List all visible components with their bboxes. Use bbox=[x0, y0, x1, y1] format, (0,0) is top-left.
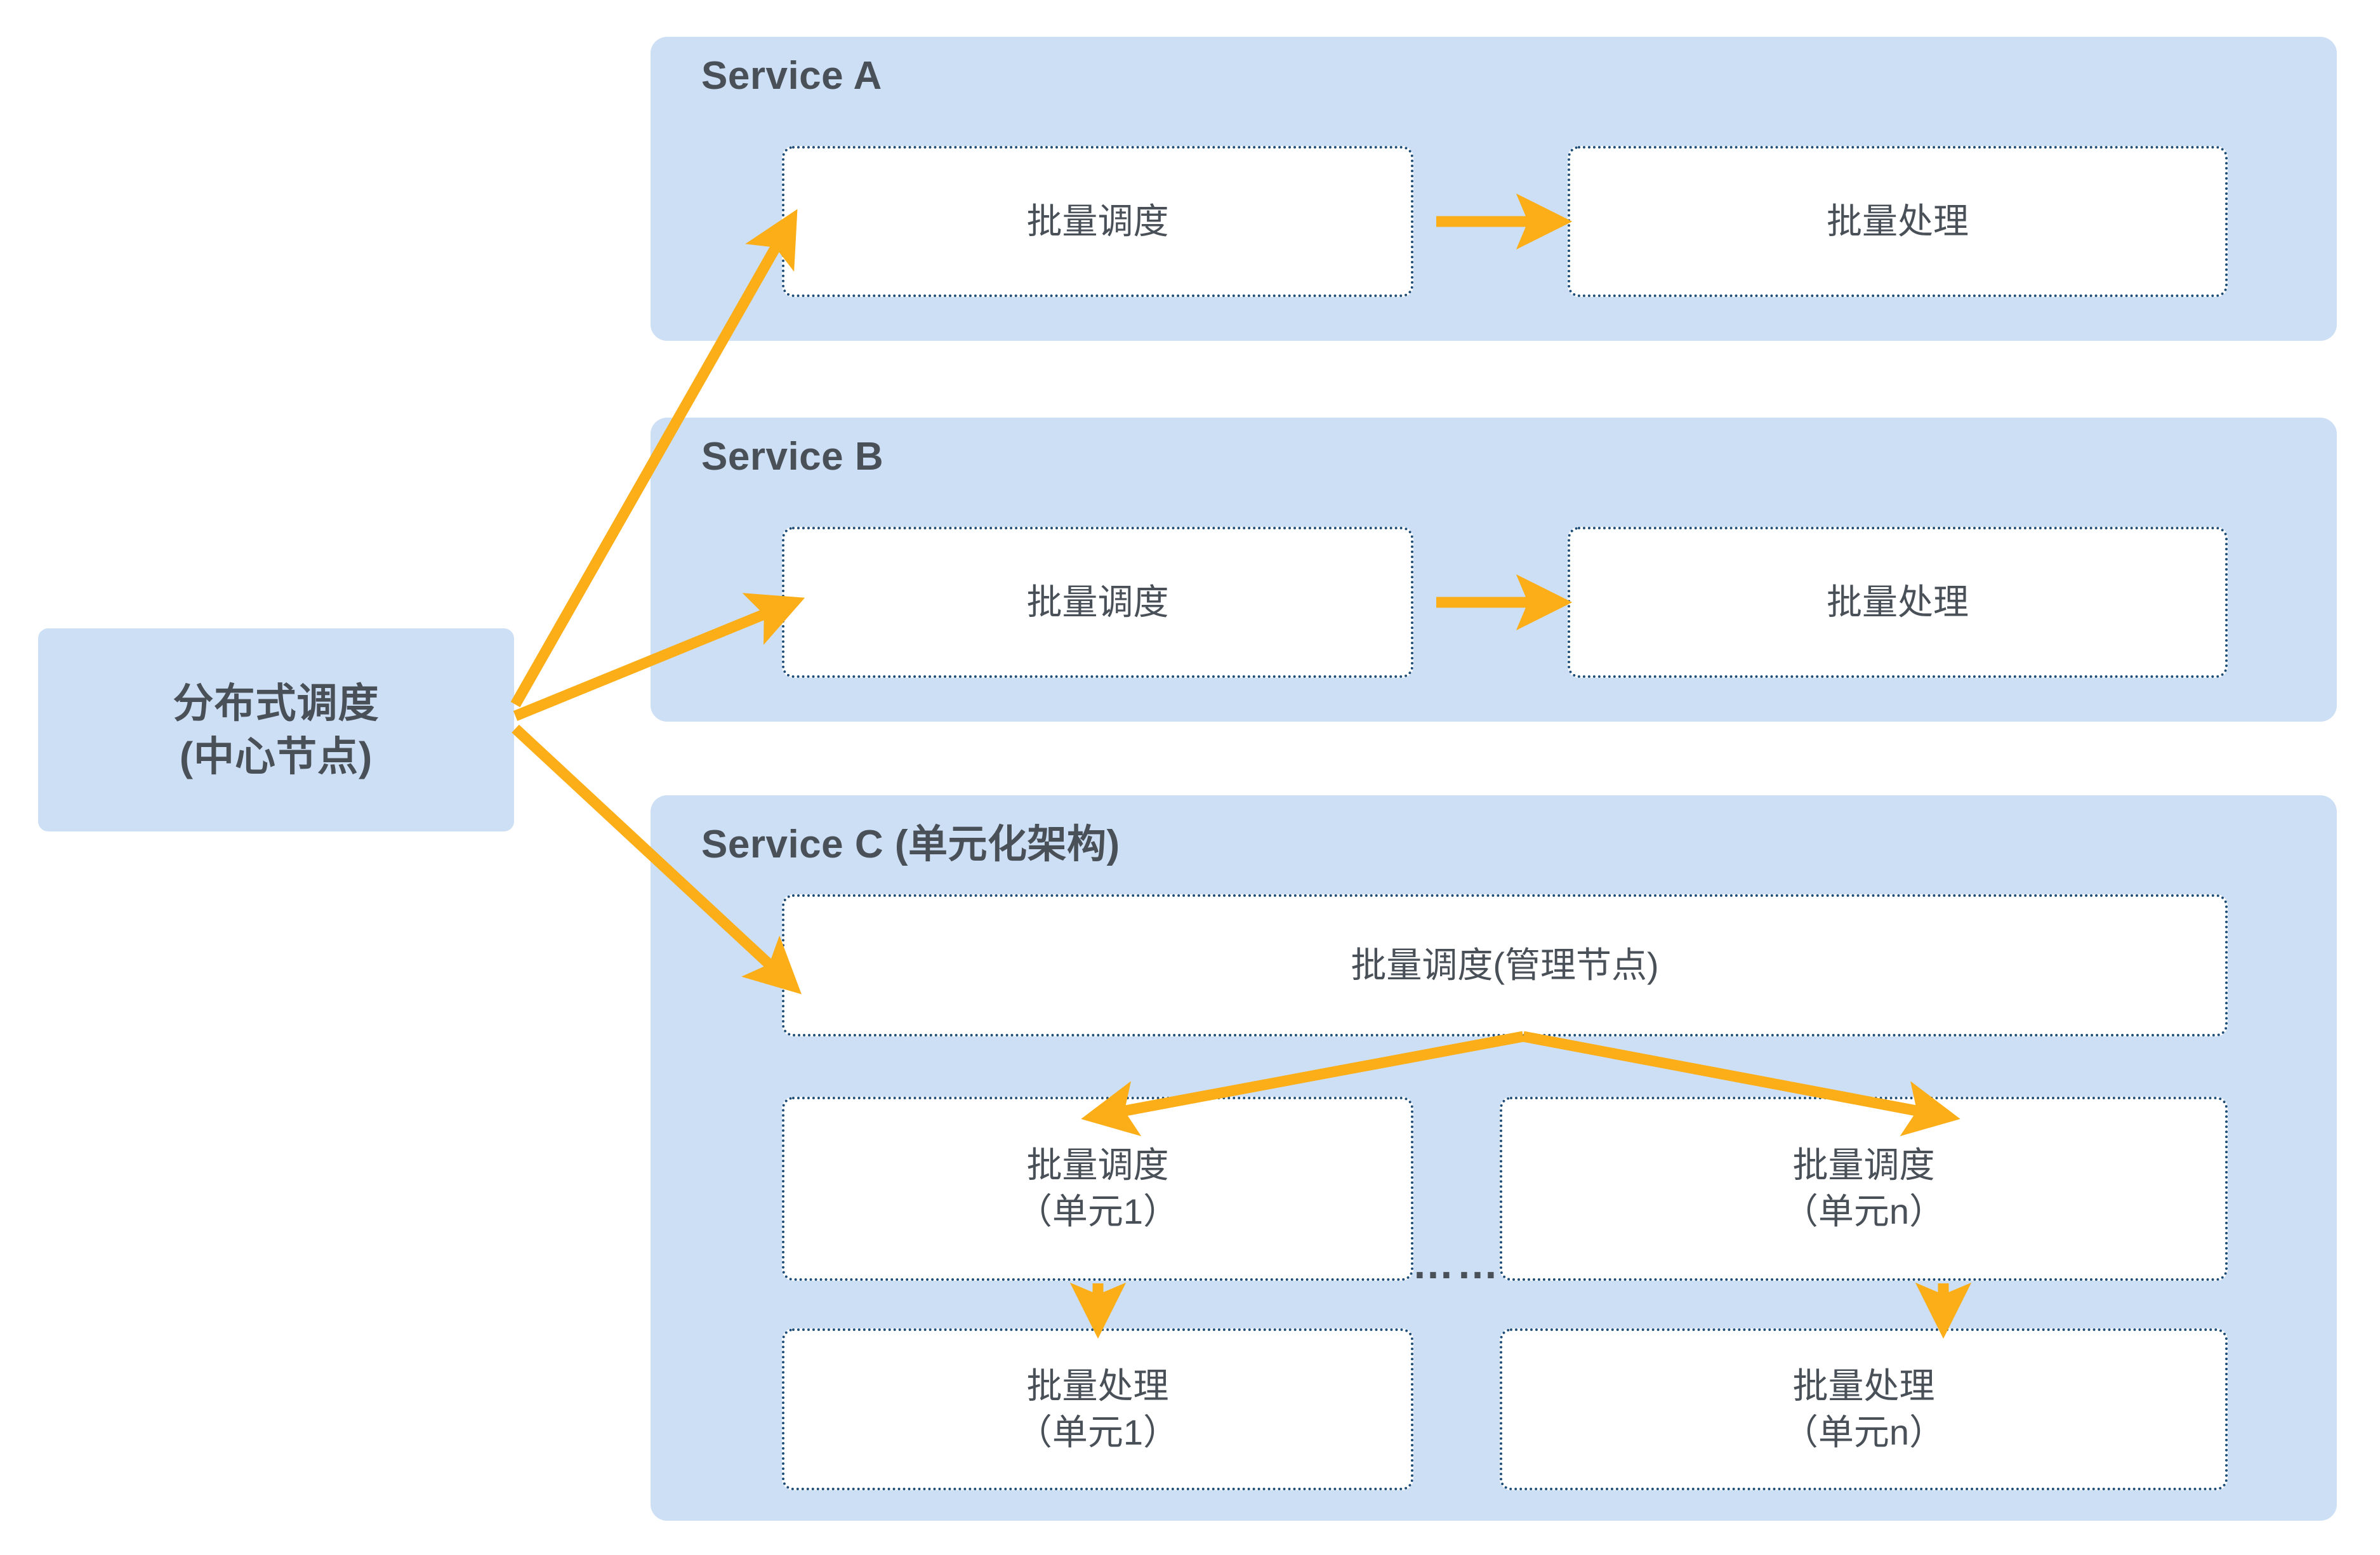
service-a-processor-label: 批量处理 bbox=[1827, 201, 1969, 241]
service-c-unitn-processor-box[interactable]: 批量处理 （单元n） bbox=[1500, 1328, 2228, 1490]
center-node-distributed-scheduler[interactable]: 分布式调度 (中心节点) bbox=[38, 628, 514, 831]
service-a-title: Service A bbox=[701, 54, 882, 98]
service-c-unit1-scheduler-box[interactable]: 批量调度 （单元1） bbox=[782, 1097, 1413, 1281]
service-c-unitn-scheduler-label-line2: （单元n） bbox=[1782, 1191, 1945, 1231]
center-node-line1: 分布式调度 bbox=[173, 680, 380, 726]
service-c-unitn-scheduler-box[interactable]: 批量调度 （单元n） bbox=[1500, 1097, 2228, 1281]
service-a-processor-box[interactable]: 批量处理 bbox=[1568, 146, 2228, 297]
service-b-title: Service B bbox=[701, 435, 884, 479]
service-c-title: Service C (单元化架构) bbox=[701, 823, 1120, 866]
service-a-scheduler-box[interactable]: 批量调度 bbox=[782, 146, 1413, 297]
service-panel-a[interactable]: Service A 批量调度 批量处理 bbox=[651, 37, 2337, 341]
center-node-line2: (中心节点) bbox=[179, 734, 373, 779]
service-c-unitn-processor-label-line2: （单元n） bbox=[1782, 1412, 1945, 1452]
service-c-manager-label: 批量调度(管理节点) bbox=[1351, 944, 1659, 985]
service-c-unit1-processor-label-line1: 批量处理 bbox=[1026, 1365, 1169, 1406]
service-c-unit1-scheduler-label-line2: （单元1） bbox=[1016, 1191, 1179, 1231]
service-c-unit1-scheduler-label-line1: 批量调度 bbox=[1026, 1145, 1169, 1186]
service-a-scheduler-label: 批量调度 bbox=[1026, 201, 1169, 241]
service-panel-b[interactable]: Service B 批量调度 批量处理 bbox=[651, 418, 2337, 722]
service-b-processor-label: 批量处理 bbox=[1827, 581, 1969, 622]
service-b-processor-box[interactable]: 批量处理 bbox=[1568, 527, 2228, 678]
service-b-scheduler-box[interactable]: 批量调度 bbox=[782, 527, 1413, 678]
service-c-unit1-processor-box[interactable]: 批量处理 （单元1） bbox=[782, 1328, 1413, 1490]
service-c-units-ellipsis: …… bbox=[1412, 1240, 1501, 1287]
service-panel-c[interactable]: Service C (单元化架构) 批量调度(管理节点) 批量调度 （单元1） … bbox=[651, 795, 2337, 1521]
service-c-unit1-processor-label-line2: （单元1） bbox=[1016, 1412, 1179, 1452]
service-b-scheduler-label: 批量调度 bbox=[1026, 581, 1169, 622]
service-c-unitn-processor-label-line1: 批量处理 bbox=[1792, 1365, 1935, 1406]
service-c-manager-box[interactable]: 批量调度(管理节点) bbox=[782, 894, 2228, 1036]
service-c-unitn-scheduler-label-line1: 批量调度 bbox=[1792, 1145, 1935, 1186]
